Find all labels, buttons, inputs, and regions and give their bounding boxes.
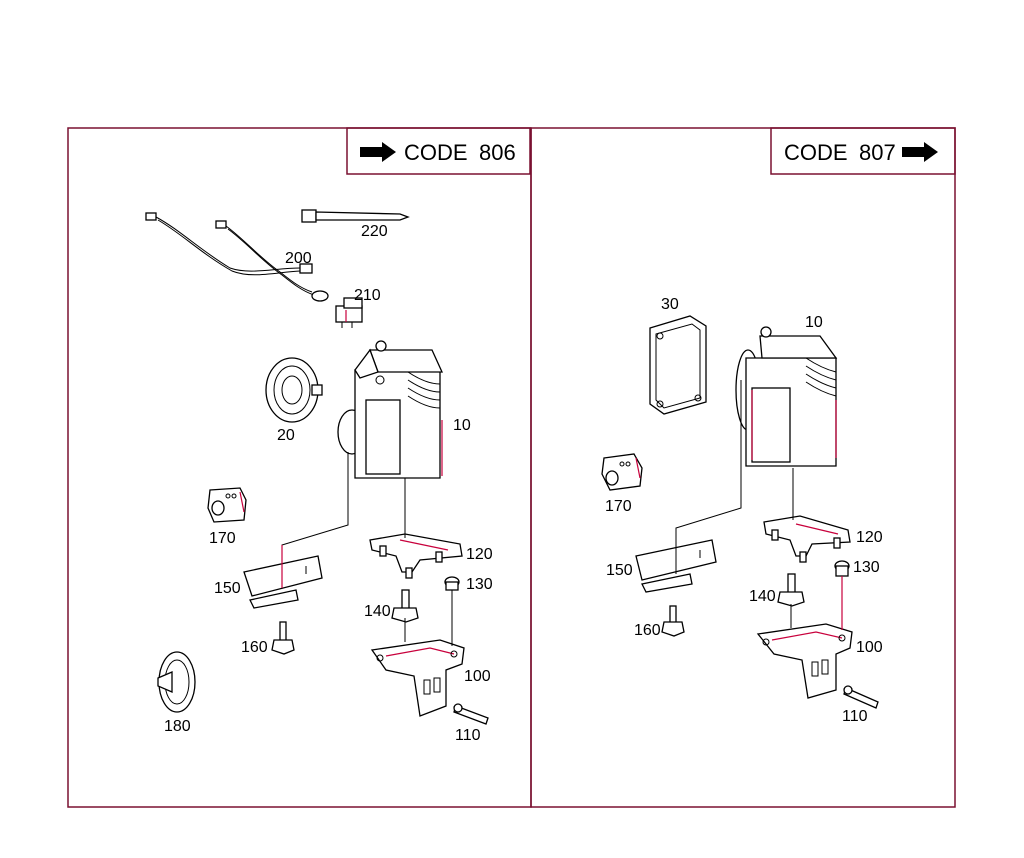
rubber-damper-part xyxy=(444,576,460,591)
label-100: 100 xyxy=(464,668,491,685)
cover-cap-part xyxy=(601,453,643,491)
right-arrow-icon xyxy=(360,142,396,162)
cover-cap-part xyxy=(207,487,247,523)
hydraulic-unit-part xyxy=(735,326,838,467)
mounting-bracket-part xyxy=(763,515,851,563)
mounting-bracket-part xyxy=(369,533,463,579)
support-bracket-part xyxy=(756,623,853,699)
label-120: 120 xyxy=(856,529,883,546)
code-807-header: CODE 807 xyxy=(770,127,956,175)
control-module-part xyxy=(649,315,707,415)
label-160: 160 xyxy=(241,639,268,656)
label-210: 210 xyxy=(354,287,381,304)
pump-motor-part xyxy=(265,357,323,423)
label-130: 130 xyxy=(853,559,880,576)
bolt-part xyxy=(271,621,295,655)
label-140: 140 xyxy=(749,588,776,605)
code-807-label: CODE xyxy=(784,140,848,165)
label-110: 110 xyxy=(455,727,481,744)
bracket-plate-part xyxy=(243,555,323,609)
label-100: 100 xyxy=(856,639,883,656)
relay-part xyxy=(335,297,363,328)
screw-part xyxy=(843,685,879,709)
horn-part xyxy=(157,651,196,713)
right-arrow-icon xyxy=(902,142,938,162)
support-bracket-part xyxy=(370,639,465,717)
label-170: 170 xyxy=(209,530,236,547)
code-807-number: 807 xyxy=(859,140,896,165)
panel-right-frame xyxy=(530,127,956,808)
wiring-harness-part xyxy=(145,212,329,302)
label-160: 160 xyxy=(634,622,661,639)
code-806-number: 806 xyxy=(479,140,516,165)
hydraulic-unit-part xyxy=(337,340,444,479)
label-150: 150 xyxy=(214,580,241,597)
code-806-label: CODE xyxy=(404,140,468,165)
screw-part xyxy=(453,703,489,725)
label-140: 140 xyxy=(364,603,391,620)
label-150: 150 xyxy=(606,562,633,579)
label-20: 20 xyxy=(277,427,295,444)
code-806-header: CODE 806 xyxy=(346,127,531,175)
label-10: 10 xyxy=(453,417,471,434)
label-130: 130 xyxy=(466,576,493,593)
bolt-part xyxy=(391,589,419,623)
label-170: 170 xyxy=(605,498,632,515)
label-180: 180 xyxy=(164,718,191,735)
label-110: 110 xyxy=(842,708,868,725)
label-200: 200 xyxy=(285,250,312,267)
cable-tie-part xyxy=(301,209,410,223)
bolt-part xyxy=(661,605,685,637)
label-120: 120 xyxy=(466,546,493,563)
label-10: 10 xyxy=(805,314,823,331)
bolt-part xyxy=(777,573,805,607)
label-220: 220 xyxy=(361,223,388,240)
rubber-damper-part xyxy=(834,560,850,577)
label-30: 30 xyxy=(661,296,679,313)
